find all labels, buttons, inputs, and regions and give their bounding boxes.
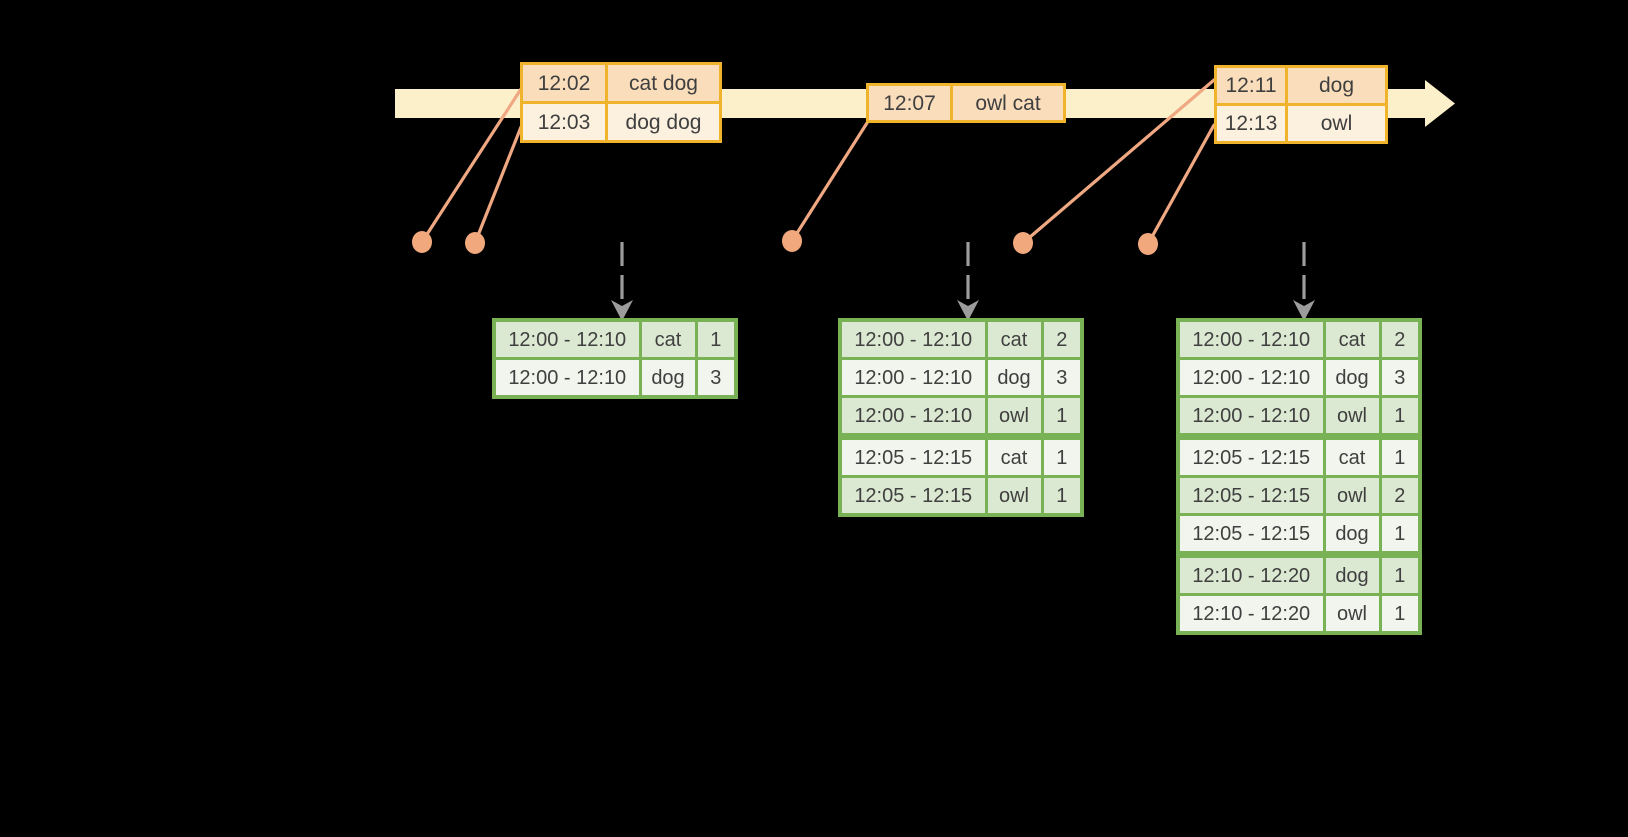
trigger-arrow-icon — [1293, 242, 1315, 321]
window-cell: 12:05 - 12:15 — [838, 475, 988, 517]
connector-line — [790, 121, 869, 243]
count-cell: 3 — [1378, 357, 1422, 398]
time-cell: 12:02 — [520, 62, 608, 104]
window-cell: 12:10 - 12:20 — [1176, 551, 1326, 596]
word-cell: owl — [1322, 593, 1382, 635]
time-cell: 12:03 — [520, 101, 608, 143]
connector-line — [1146, 123, 1216, 246]
count-cell: 1 — [1378, 433, 1422, 478]
word-cell: owl — [1322, 395, 1382, 438]
event-dot-icon — [1013, 232, 1033, 254]
window-cell: 12:05 - 12:15 — [1176, 475, 1326, 516]
window-cell: 12:10 - 12:20 — [1176, 593, 1326, 635]
window-cell: 12:00 - 12:10 — [838, 357, 988, 398]
event-dot-icon — [465, 232, 485, 254]
count-cell: 1 — [694, 318, 738, 360]
timeline-arrowhead-icon — [1425, 80, 1455, 127]
count-cell: 1 — [1378, 551, 1422, 596]
word-cell: cat — [1322, 433, 1382, 478]
count-cell: 3 — [694, 357, 738, 399]
event-dot-icon — [782, 230, 802, 252]
window-cell: 12:05 - 12:15 — [1176, 433, 1326, 478]
word-cell: dog — [1322, 551, 1382, 596]
word-cell: cat — [638, 318, 698, 360]
word-cell: dog — [1322, 357, 1382, 398]
words-cell: dog dog — [605, 101, 722, 143]
count-cell: 1 — [1378, 395, 1422, 438]
word-cell: dog — [1322, 513, 1382, 556]
count-cell: 1 — [1378, 593, 1422, 635]
window-cell: 12:00 - 12:10 — [492, 357, 642, 399]
window-cell: 12:00 - 12:10 — [1176, 318, 1326, 360]
word-cell: owl — [984, 395, 1044, 438]
window-cell: 12:00 - 12:10 — [838, 395, 988, 438]
word-cell: cat — [984, 318, 1044, 360]
trigger-arrows — [611, 242, 1315, 321]
count-cell: 1 — [1040, 395, 1084, 438]
word-cell: dog — [984, 357, 1044, 398]
event-dot-icon — [1138, 233, 1158, 255]
event-dot-icon — [412, 231, 432, 253]
window-cell: 12:00 - 12:10 — [838, 318, 988, 360]
count-cell: 2 — [1378, 475, 1422, 516]
connector-line — [420, 87, 523, 244]
connector-line — [1021, 78, 1216, 245]
word-cell: cat — [984, 433, 1044, 478]
words-cell: owl — [1285, 103, 1388, 144]
window-cell: 12:00 - 12:10 — [1176, 395, 1326, 438]
window-cell: 12:00 - 12:10 — [492, 318, 642, 360]
word-cell: cat — [1322, 318, 1382, 360]
words-cell: owl cat — [950, 83, 1066, 123]
connector-lines — [420, 78, 1216, 246]
word-cell: dog — [638, 357, 698, 399]
window-cell: 12:00 - 12:10 — [1176, 357, 1326, 398]
word-cell: owl — [984, 475, 1044, 517]
words-cell: cat dog — [605, 62, 722, 104]
count-cell: 1 — [1040, 475, 1084, 517]
window-cell: 12:05 - 12:15 — [838, 433, 988, 478]
connector-line — [473, 125, 523, 245]
time-cell: 12:11 — [1214, 65, 1288, 106]
time-cell: 12:13 — [1214, 103, 1288, 144]
trigger-arrow-icon — [611, 242, 633, 321]
window-cell: 12:05 - 12:15 — [1176, 513, 1326, 556]
count-cell: 3 — [1040, 357, 1084, 398]
words-cell: dog — [1285, 65, 1388, 106]
count-cell: 1 — [1378, 513, 1422, 556]
trigger-arrow-icon — [957, 242, 979, 321]
count-cell: 2 — [1378, 318, 1422, 360]
time-cell: 12:07 — [866, 83, 953, 123]
word-cell: owl — [1322, 475, 1382, 516]
event-dots — [412, 230, 1158, 255]
count-cell: 2 — [1040, 318, 1084, 360]
count-cell: 1 — [1040, 433, 1084, 478]
